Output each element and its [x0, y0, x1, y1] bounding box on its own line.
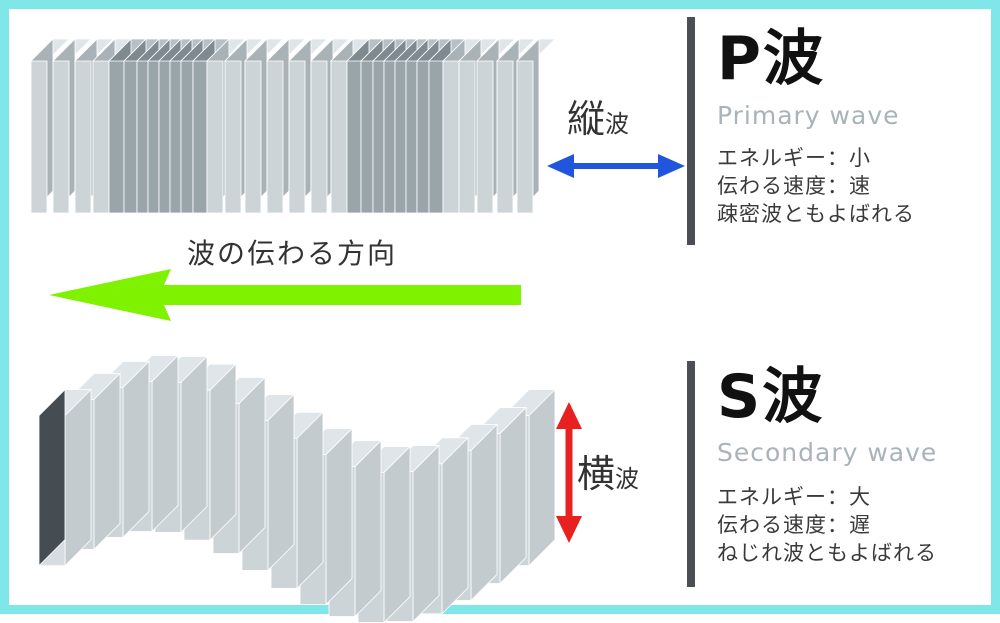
s-slab-right — [528, 388, 556, 567]
p-wave-type-label: 縦波 — [567, 99, 629, 139]
p-slab-face — [108, 60, 126, 214]
p-slab-face — [442, 60, 460, 214]
s-slab-right — [470, 423, 498, 602]
s-slab-right — [267, 393, 295, 572]
s-slab-right — [412, 444, 440, 623]
s-slab-right — [296, 411, 324, 590]
p-wave-title: P波 — [717, 24, 825, 94]
p-slab-face — [92, 60, 110, 214]
propagation-direction-arrow — [49, 269, 521, 321]
p-slab-face — [458, 60, 476, 214]
p-slab-face — [206, 60, 224, 214]
p-slab-face — [74, 60, 92, 214]
p-slab-face — [310, 60, 328, 214]
p-wave-type-main: 縦 — [567, 97, 606, 141]
s-wave-type-label: 横波 — [577, 454, 639, 494]
s-slab-right — [325, 427, 353, 606]
transverse-motion-arrow — [556, 402, 582, 543]
p-wave-speed: 伝わる速度：速 — [717, 174, 871, 198]
p-wave-slab-stack — [30, 38, 556, 214]
p-slab-face — [30, 60, 48, 214]
s-wave-speed: 伝わる速度：遅 — [717, 513, 871, 537]
p-slab-face — [288, 60, 306, 214]
s-wave-slab-stack — [38, 354, 556, 623]
s-slab-right — [122, 360, 150, 539]
s-slab-right — [180, 355, 208, 534]
p-wave-divider — [687, 17, 695, 245]
s-slab-right — [238, 376, 266, 555]
p-slab-face — [224, 60, 242, 214]
s-wave-alias: ねじれ波ともよばれる — [717, 541, 937, 565]
s-slab-right — [499, 406, 527, 585]
s-slab-right — [441, 436, 469, 615]
propagation-direction-label: 波の伝わる方向 — [187, 237, 398, 270]
s-wave-type-suffix: 波 — [615, 465, 640, 493]
p-wave-energy: エネルギー：小 — [717, 146, 871, 170]
s-slab-right — [383, 445, 411, 623]
p-slab-face — [266, 60, 284, 214]
s-slab-right — [64, 388, 92, 567]
s-slab-right — [151, 354, 179, 533]
p-slab-face — [330, 60, 348, 214]
s-wave-subtitle: Secondary wave — [717, 438, 938, 467]
p-slab-face — [516, 60, 534, 214]
s-wave-divider — [687, 361, 695, 587]
p-slab-face — [476, 60, 494, 214]
p-wave-type-suffix: 波 — [605, 110, 630, 138]
s-slab-right — [209, 363, 237, 542]
s-wave-type-main: 横 — [577, 452, 616, 496]
p-wave-subtitle: Primary wave — [717, 101, 900, 130]
p-slab-face — [52, 60, 70, 214]
s-wave-energy: エネルギー：大 — [717, 485, 871, 509]
longitudinal-motion-arrow — [547, 154, 685, 178]
p-wave-alias: 疎密波ともよばれる — [717, 202, 915, 226]
s-slab-right — [93, 372, 121, 551]
s-slab-dark-side — [38, 388, 66, 567]
s-slab-right — [354, 439, 382, 618]
p-slab-face — [496, 60, 514, 214]
s-wave-title: S波 — [717, 362, 825, 432]
wave-illustration — [30, 38, 685, 623]
p-slab-face — [244, 60, 262, 214]
